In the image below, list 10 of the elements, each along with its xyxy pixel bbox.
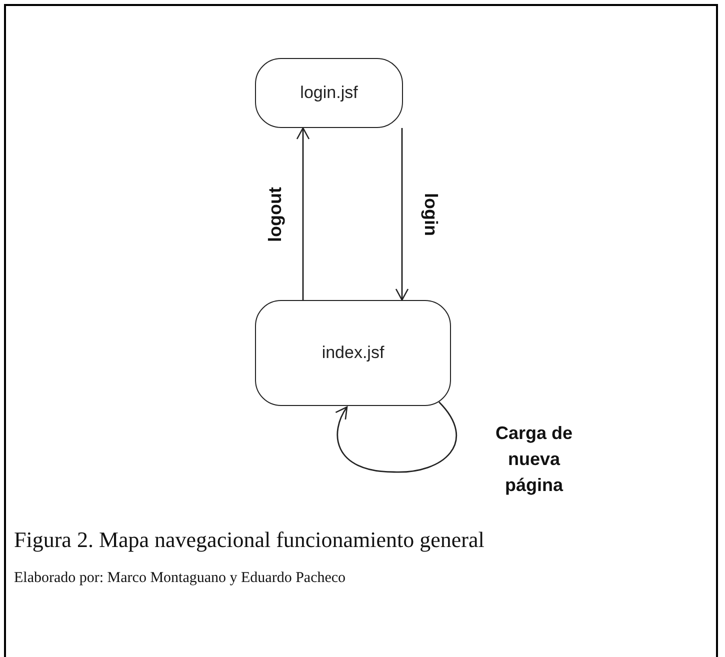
edge-label: logout [264,186,286,242]
arrow [395,128,409,301]
figure-caption: Figura 2. Mapa navegacional funcionamiento general [14,527,484,553]
arrow [296,127,310,300]
edge-label: Carga de nueva página [494,422,574,498]
rounded-box: login.jsf [255,58,403,128]
edge-label: login [420,192,440,236]
rounded-box: index.jsf [255,300,451,406]
credit-note: Elaborado por: Marco Montaguano y Eduardo Pacheco [14,570,346,587]
arrow [335,402,457,473]
